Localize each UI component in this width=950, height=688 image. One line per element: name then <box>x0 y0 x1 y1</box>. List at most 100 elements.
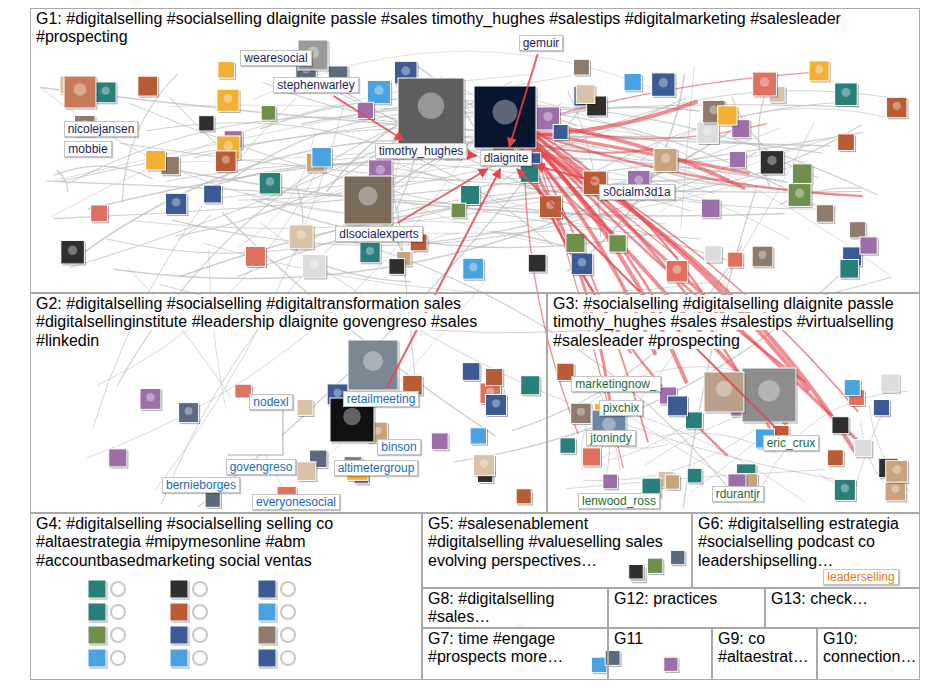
avatar-photo <box>516 489 531 504</box>
edge-lines <box>40 51 909 508</box>
avatar-image <box>838 134 856 152</box>
avatar-photo <box>609 235 626 252</box>
user-name: wearesocial <box>244 51 307 65</box>
group-header: G5: #salesenablement #digitalselling #va… <box>423 514 691 570</box>
avatar-photo <box>574 59 590 75</box>
group-label: G5: #salesenablement #digitalselling #va… <box>428 515 663 569</box>
group-label: G9: co #altaestrat… <box>718 630 809 665</box>
avatar-image <box>64 76 98 110</box>
vertex-label: eric_crux <box>763 435 820 451</box>
avatar-photo <box>571 253 593 275</box>
avatar-face <box>891 485 899 493</box>
user-name: dlsocialexperts <box>339 227 418 241</box>
connection-line <box>122 74 177 202</box>
avatar-photo <box>881 374 899 392</box>
user-name: binson <box>381 440 416 454</box>
avatar-photo <box>838 134 855 151</box>
avatar-image <box>609 235 628 254</box>
avatar-face <box>222 155 230 163</box>
group-header: G12: practices <box>609 589 764 608</box>
avatar-photo <box>753 72 777 96</box>
group-header: G13: check… <box>766 589 919 608</box>
self-loop <box>281 651 295 665</box>
avatar-image <box>146 150 167 171</box>
avatar-image <box>539 196 563 220</box>
group-label: G2: #digitalselling #socialselling #digi… <box>36 295 477 349</box>
group-label: G1: #digitalselling #socialselling dlaig… <box>36 10 841 45</box>
avatar-face <box>577 408 585 416</box>
avatar-face <box>661 154 670 163</box>
avatar-image <box>728 252 745 269</box>
avatar-image <box>462 363 481 382</box>
avatar-image <box>664 657 680 673</box>
avatar-image <box>701 199 721 219</box>
avatar-face <box>893 102 901 110</box>
avatar-image <box>854 440 873 459</box>
group-header: G11 <box>609 629 711 648</box>
group-label: G8: #digitalselling #sales… <box>428 590 554 625</box>
avatar-photo <box>666 260 688 282</box>
user-name: stephenwarley <box>277 78 354 92</box>
group-panel: G13: check… <box>765 588 920 628</box>
vertex-label: retailmeeting <box>343 391 420 407</box>
connection-line <box>516 119 779 447</box>
avatar-image <box>697 122 720 145</box>
avatar-photo <box>571 403 591 423</box>
avatar-face <box>795 189 804 198</box>
edge-arrow <box>535 166 596 182</box>
avatar-image <box>88 603 108 623</box>
avatar-photo <box>204 185 222 203</box>
group-panel: G5: #salesenablement #digitalselling #va… <box>422 513 692 588</box>
user-name: nicolejansen <box>68 122 135 136</box>
avatar-image <box>881 374 901 394</box>
avatar-image <box>576 85 596 105</box>
self-loop <box>111 605 125 619</box>
avatar-photo <box>652 73 675 96</box>
avatar-image <box>816 205 835 224</box>
avatar-photo <box>701 199 720 218</box>
vertex-label: dlaignite <box>480 150 533 166</box>
avatar-image <box>844 380 862 398</box>
avatar-image <box>245 246 266 267</box>
avatar-photo <box>665 475 679 489</box>
avatar-face <box>172 198 181 207</box>
vertex-label: marketingnow_ <box>571 376 660 392</box>
vertex-label: timothy_hughes <box>375 143 468 159</box>
avatar-image <box>95 82 117 104</box>
avatar-photo <box>485 368 502 385</box>
avatar-image <box>629 564 645 580</box>
avatar-photo <box>165 193 186 214</box>
avatar-photo <box>215 151 236 172</box>
avatar-image <box>718 106 739 127</box>
avatar-photo <box>360 242 380 262</box>
avatar-image <box>571 253 594 276</box>
edge-arrow <box>387 169 501 388</box>
vertex-label: mobbie <box>64 141 111 157</box>
avatar-photo <box>431 433 448 450</box>
avatar-image <box>360 242 382 264</box>
avatar-photo <box>451 203 466 218</box>
avatar-face <box>185 407 193 415</box>
avatar-face <box>492 399 500 407</box>
avatar-photo <box>179 403 199 423</box>
avatar-image <box>344 176 394 226</box>
avatar-photo <box>840 260 859 279</box>
avatar-image <box>834 479 857 502</box>
group-panel: G11 <box>608 628 712 680</box>
avatar-photo <box>463 258 484 279</box>
avatar-image <box>654 148 679 173</box>
vertex-label: govengreso <box>226 459 297 475</box>
vertex-label: binson <box>377 439 420 455</box>
avatar-photo <box>297 462 316 481</box>
avatar-photo <box>199 116 214 131</box>
avatar-face <box>578 258 587 267</box>
avatar-face <box>358 187 377 206</box>
avatar-image <box>302 254 327 279</box>
avatar-face <box>760 77 770 87</box>
user-name: retailmeeting <box>347 392 416 406</box>
self-loop <box>193 582 207 596</box>
avatar-photo <box>629 564 644 579</box>
connection-line <box>55 76 572 181</box>
avatar-image <box>827 450 844 467</box>
connection-line <box>518 126 858 442</box>
